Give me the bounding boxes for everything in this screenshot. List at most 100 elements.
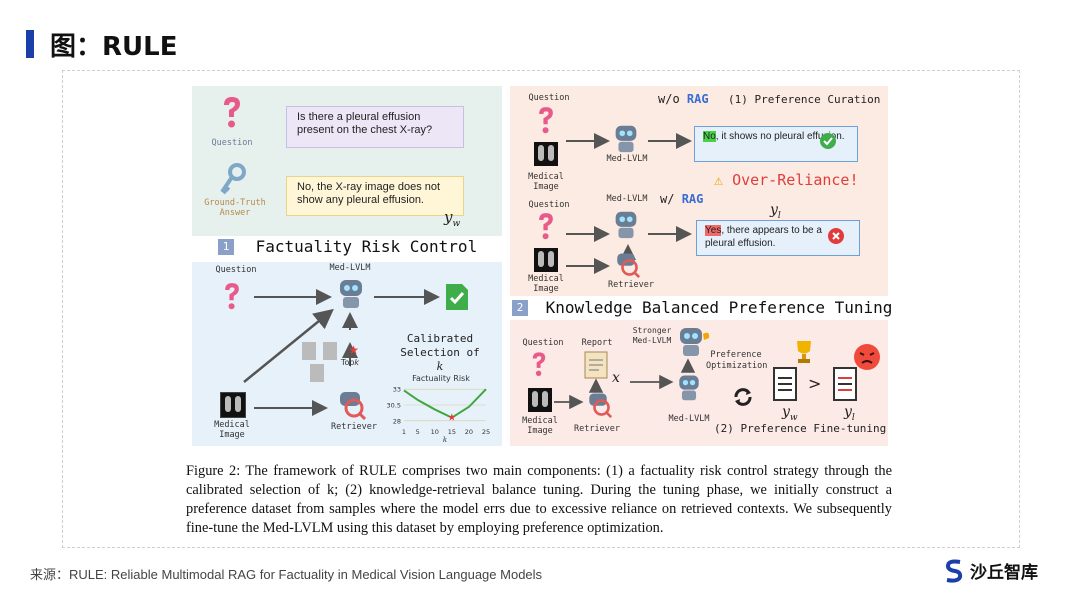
frc-retriever-label: Retriever: [330, 422, 378, 432]
question-mark-icon: [225, 283, 239, 310]
source-citation: 来源：RULE: Reliable Multimodal RAG for Fac…: [30, 567, 543, 582]
angry-face-icon: [854, 344, 880, 370]
x-input-label: x: [612, 370, 620, 386]
correct-check-icon: [820, 133, 836, 149]
question-bubble: Is there a pleural effusion present on t…: [286, 106, 464, 148]
ground-truth-bubble: No, the X-ray image does not show any pl…: [286, 176, 464, 216]
kbpt-heading: 2 Knowledge Balanced Preference Tuning: [512, 298, 892, 317]
kbpt-report-label: Report: [581, 338, 613, 348]
preference-curation-panel: Question w/o RAG (1) Preference Curation…: [510, 86, 888, 296]
yl-label: yl: [770, 202, 781, 221]
y-tick-label: 33: [393, 386, 401, 394]
preference-finetuning-label: (2) Preference Fine-tuning: [714, 422, 887, 435]
question-mark-icon: [532, 352, 546, 377]
topk-documents: ★: [302, 342, 382, 382]
tr-model-label: Med-LVLM: [606, 154, 648, 164]
frc-question-label: Question: [215, 265, 257, 275]
question-label: Question: [211, 138, 253, 148]
robot-icon: [615, 211, 637, 239]
retriever-icon: [340, 392, 366, 420]
kbpt-med-image-label: Medical Image: [522, 416, 558, 436]
frc-arrows: [243, 289, 440, 416]
over-reliance-warning: ⚠ Over-Reliance!: [714, 171, 859, 189]
risk-series-line: [403, 388, 487, 419]
tr-model-label-2: Med-LVLM: [606, 194, 648, 204]
y-tick-label: 30.5: [387, 402, 401, 410]
frc-heading: 1 Factuality Risk Control: [218, 237, 477, 256]
question-text: Is there a pleural effusion present on t…: [297, 111, 433, 136]
figure-caption: Figure 2: The framework of RULE comprise…: [186, 463, 892, 536]
retriever-icon: [617, 253, 640, 278]
xray-image: [534, 248, 558, 272]
kbpt-question-label: Question: [522, 338, 564, 348]
y-tick-label: 28: [393, 417, 401, 425]
kbpt-yw-label: yw: [782, 404, 798, 423]
calibrated-selection-text: Calibrated Selection of k: [400, 332, 480, 373]
kbpt-title: Knowledge Balanced Preference Tuning: [545, 298, 893, 317]
robot-icon: [340, 280, 362, 308]
tr-arrows: [566, 133, 692, 274]
title-accent-bar: [26, 30, 34, 58]
greater-than-sign: >: [808, 374, 822, 393]
frc-title: Factuality Risk Control: [255, 237, 478, 256]
ground-truth-text: No, the X-ray image does not show any pl…: [297, 181, 441, 206]
x-tick-label: 5: [416, 428, 420, 436]
key-icon: [220, 163, 246, 195]
qa-example-panel: Question Is there a pleural effusion pre…: [192, 86, 502, 236]
robot-icon: [615, 125, 637, 153]
frc-med-image-label: Medical Image: [214, 420, 250, 440]
badge-1: 1: [218, 239, 234, 255]
frc-panel: Question Med-LVLM ★ Topk Calibrated Sele…: [192, 262, 502, 446]
frc-model-label: Med-LVLM: [329, 263, 371, 273]
kbpt-arrows: [554, 358, 696, 410]
retriever-icon: [589, 393, 612, 418]
badge-2: 2: [512, 300, 528, 316]
yw-label: yw: [444, 208, 461, 229]
robot-icon: [679, 375, 699, 401]
x-tick-label: 20: [465, 428, 473, 436]
x-axis-label: k: [443, 436, 447, 444]
tr-med-image-label-2: Medical Image: [528, 274, 564, 294]
chart-title: Factuality Risk: [412, 374, 470, 383]
xray-image: [528, 388, 552, 412]
tr-question-label-2: Question: [528, 200, 570, 210]
question-mark-icon: [224, 97, 240, 128]
w-rag-label: w/ RAG: [660, 192, 704, 206]
report-icon: [584, 351, 608, 379]
warning-icon: ⚠: [714, 171, 724, 189]
preference-curation-label: (1) Preference Curation: [728, 93, 881, 106]
tr-question-label: Question: [528, 93, 570, 103]
xray-image: [534, 142, 558, 166]
refresh-cycle-icon: [734, 388, 752, 406]
xray-image: [220, 392, 246, 418]
brand-logo: 沙丘智库: [944, 558, 1038, 583]
logo-text: 沙丘智库: [970, 563, 1038, 583]
checked-document-icon: [446, 284, 468, 310]
kbpt-yl-label: yl: [844, 404, 855, 423]
wo-rag-label: w/o RAG: [658, 92, 709, 106]
x-tick-label: 25: [482, 428, 490, 436]
question-mark-icon: [539, 213, 553, 240]
optimal-k-star-marker: ★: [447, 413, 456, 424]
rejected-doc-icon: [833, 367, 857, 401]
kbpt-model-label: Med-LVLM: [668, 414, 710, 424]
page-title: 图：RULE: [50, 32, 178, 62]
trophy-icon: [797, 341, 811, 363]
incorrect-x-icon: [828, 228, 844, 244]
question-mark-icon: [539, 107, 553, 134]
logo-s-icon: [945, 559, 963, 583]
x-tick-label: 15: [448, 428, 456, 436]
x-tick-label: 1: [402, 428, 406, 436]
x-tick-label: 10: [431, 428, 439, 436]
topk-label: Topk: [340, 358, 360, 367]
ground-truth-label: Ground-Truth Answer: [204, 198, 266, 218]
tr-retriever-label: Retriever: [607, 280, 655, 290]
kbpt-retriever-label: Retriever: [573, 424, 621, 434]
tr-med-image-label: Medical Image: [528, 172, 564, 192]
preferred-doc-icon: [773, 367, 797, 401]
strong-robot-icon: [680, 328, 710, 356]
